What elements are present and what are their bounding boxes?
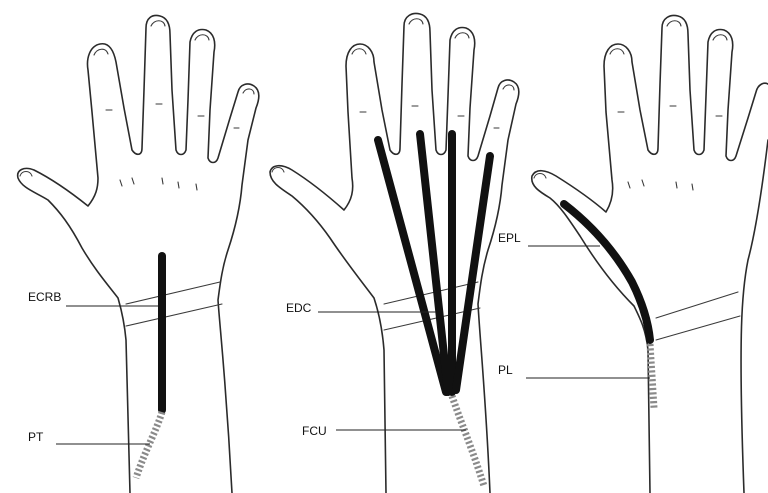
- label-pl: PL: [498, 363, 513, 377]
- edc-tendon-little: [456, 156, 490, 390]
- hand-3-outline: [532, 16, 768, 493]
- hand-1-nail-index: [94, 49, 108, 55]
- hand-3-wrist-crease-1: [656, 292, 738, 318]
- hand-1-wrist-crease-2: [126, 304, 222, 326]
- label-pt: PT: [28, 430, 44, 444]
- label-edc: EDC: [286, 301, 312, 315]
- hand-2-nail-ring: [455, 33, 469, 38]
- hand-2-nail-index: [352, 49, 366, 54]
- hand-1-nail-ring: [195, 35, 209, 40]
- fcu-graft: [452, 396, 484, 486]
- hand-1-nail-little: [243, 89, 254, 94]
- epl-tendon: [564, 204, 650, 340]
- hand-1-outline: [18, 16, 259, 493]
- hand-3-ulnar-edge: [741, 140, 768, 493]
- pl-graft: [650, 344, 654, 408]
- hand-2-nail-little: [503, 85, 514, 90]
- hand-3-wrist-crease-2: [656, 316, 740, 340]
- label-fcu: FCU: [302, 424, 327, 438]
- hand-1-wrist-crease-1: [126, 282, 220, 304]
- hand-3-nail-middle: [667, 21, 681, 26]
- label-epl: EPL: [498, 231, 521, 245]
- hand-2-outline: [270, 14, 519, 493]
- label-ecrb: ECRB: [28, 290, 61, 304]
- hand-2-nail-middle: [409, 19, 423, 24]
- hand-3: EPL PL: [498, 16, 768, 493]
- hand-2: EDC FCU: [270, 14, 519, 493]
- hand-3-knuckles: [618, 106, 722, 190]
- hand-3-nail-ring: [713, 35, 727, 40]
- hand-2-knuckles: [360, 106, 499, 128]
- hand-1-nail-middle: [151, 21, 165, 26]
- hand-2-nail-thumb: [272, 168, 284, 173]
- hand-1-nail-thumb: [20, 172, 32, 177]
- hand-3-nail-thumb: [534, 174, 546, 179]
- hand-3-nail-index: [610, 49, 624, 54]
- pt-graft: [136, 412, 162, 478]
- hand-1: ECRB PT: [18, 16, 259, 493]
- hand-2-wrist-crease-1: [384, 282, 478, 304]
